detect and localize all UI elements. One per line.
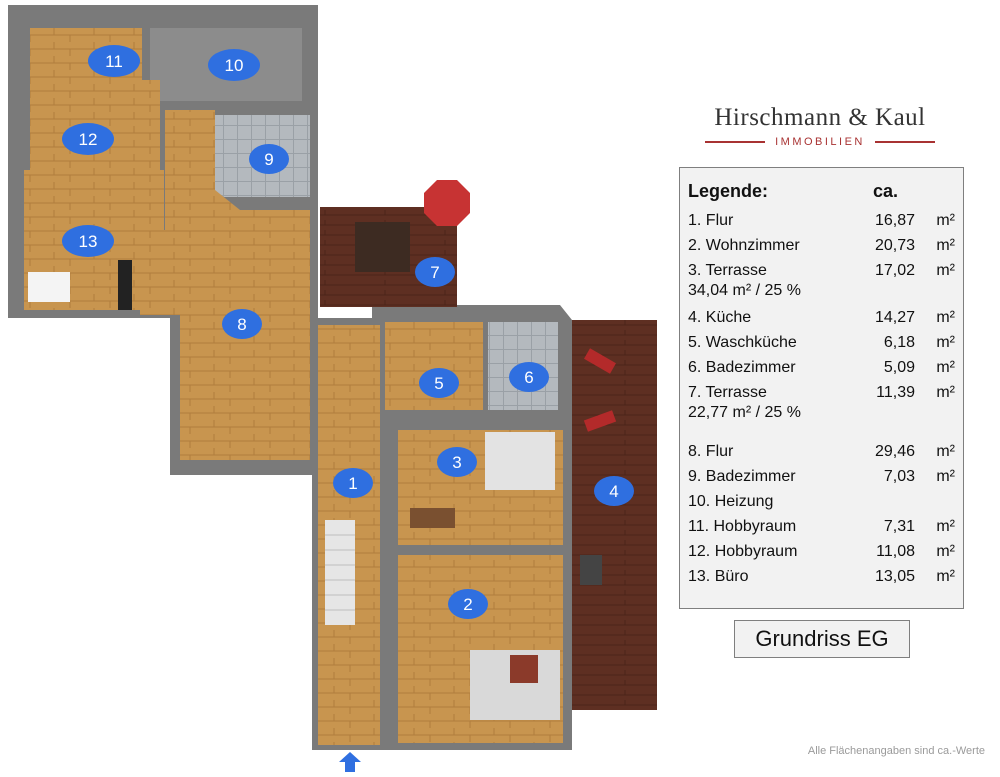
brand-divider-left [705, 141, 766, 143]
room-number-3: 3 [452, 453, 461, 472]
furniture [28, 222, 617, 720]
room-marker-10 [208, 49, 260, 81]
room-marker-9 [249, 144, 289, 174]
legend-gap [688, 427, 957, 439]
legend-row: 10. Heizung [688, 492, 774, 510]
brand-logo: Hirschmann & Kaul IMMOBILIEN [690, 104, 950, 148]
room-number-2: 2 [463, 595, 472, 614]
room-number-13: 13 [79, 232, 98, 251]
room-marker-6 [509, 362, 549, 392]
stairs [325, 534, 355, 611]
arrow-up-icon [339, 752, 361, 772]
legend-row-sub: 22,77 m² / 25 % [688, 404, 801, 421]
brand-sub-row: IMMOBILIEN [690, 136, 950, 148]
legend-header: Legende: ca. [688, 174, 957, 208]
room-number-11: 11 [105, 52, 123, 71]
room-number-6: 6 [524, 368, 533, 387]
brand-name: Hirschmann & Kaul [714, 104, 926, 131]
brand-sub: IMMOBILIEN [775, 136, 865, 148]
room-number-4: 4 [609, 482, 618, 501]
room-marker-3 [437, 447, 477, 477]
room-marker-4 [594, 476, 634, 506]
room-number-5: 5 [434, 374, 443, 393]
room-marker-8 [222, 309, 262, 339]
floor-plan: 1 2 3 4 5 6 7 8 9 10 11 12 13 [8, 5, 657, 772]
terrace-4 [572, 320, 657, 710]
room-number-10: 10 [225, 56, 244, 75]
legend-title: Legende: [688, 180, 769, 201]
room-number-8: 8 [237, 315, 246, 334]
room-number-7: 7 [430, 263, 439, 282]
room-number-1: 1 [348, 474, 357, 493]
room-marker-13 [62, 225, 114, 257]
room-marker-1 [333, 468, 373, 498]
room-marker-5 [419, 368, 459, 398]
footnote: Alle Flächenangaben sind ca.-Werte [807, 745, 985, 757]
room-marker-7 [415, 257, 455, 287]
parasol-icon [424, 180, 470, 226]
brand-divider-right [874, 141, 935, 143]
legend-unit-header: ca. [873, 180, 899, 201]
room-number-12: 12 [79, 130, 98, 149]
room-8 [140, 110, 310, 460]
room-marker-11 [88, 45, 140, 77]
room-marker-2 [448, 589, 488, 619]
legend-row-sub: 34,04 m² / 25 % [688, 282, 801, 299]
room-number-9: 9 [264, 150, 273, 169]
room-marker-12 [62, 123, 114, 155]
plan-title: Grundriss EG [734, 620, 910, 658]
room-markers: 1 2 3 4 5 6 7 8 9 10 11 12 13 [62, 45, 634, 619]
